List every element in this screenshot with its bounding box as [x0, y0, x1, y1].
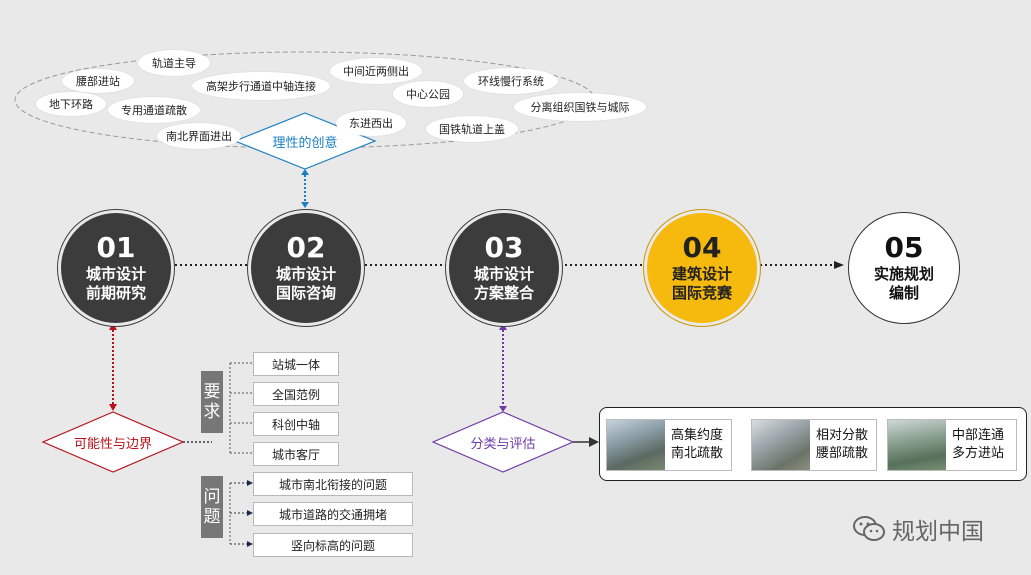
step-label: 实施规划: [873, 265, 934, 283]
cloud-word: 南北界面进出: [157, 123, 241, 149]
top-diamond-label: 理性的创意: [272, 135, 338, 151]
step-label: 城市设计: [275, 265, 336, 283]
scheme-panel: 高集约度 南北疏散 相对分散 腰部疏散 中部连通 多方进站: [599, 407, 1027, 481]
requirements-label: 要 求: [201, 371, 223, 433]
step-label: 城市设计: [85, 265, 146, 283]
step-02[interactable]: 02 城市设计 国际咨询: [248, 210, 364, 326]
cloud-word: 东进西出: [336, 110, 406, 136]
step-01[interactable]: 01 城市设计 前期研究: [58, 210, 174, 326]
aerial-render-image: [888, 420, 946, 470]
step-label: 建筑设计: [671, 265, 732, 283]
step-number: 03: [484, 231, 524, 264]
cloud-word: 国铁轨道上盖: [426, 116, 518, 142]
scheme-line: 多方进站: [952, 446, 1005, 461]
cloud-word: 高架步行通道中轴连接: [192, 72, 330, 100]
cloud-word: 中间近两侧出: [330, 58, 422, 84]
problem-box: 竖向标高的问题: [253, 533, 413, 557]
cloud-word: 腰部进站: [62, 69, 134, 93]
problems-label: 问 题: [201, 476, 223, 538]
step-label: 编制: [888, 284, 919, 302]
left-diamond-label: 可能性与边界: [73, 436, 152, 452]
cloud-word: 中心公园: [393, 81, 463, 107]
step-label: 国际咨询: [275, 284, 336, 302]
cloud-word: 环线慢行系统: [464, 68, 558, 94]
step-number: 02: [286, 231, 326, 264]
scheme-line: 腰部疏散: [816, 446, 869, 461]
step-label: 国际竞赛: [671, 284, 732, 302]
mid-diamond-label: 分类与评估: [470, 436, 536, 452]
requirement-box: 科创中轴: [253, 412, 339, 436]
step-03[interactable]: 03 城市设计 方案整合: [446, 210, 562, 326]
cloud-word: 轨道主导: [138, 50, 210, 76]
step-05[interactable]: 05 实施规划 编制: [848, 212, 960, 324]
scheme-line: 中部连通: [952, 428, 1005, 443]
scheme-card[interactable]: 相对分散 腰部疏散: [751, 419, 877, 471]
aerial-render-image: [607, 420, 665, 470]
scheme-line: 高集约度: [671, 428, 724, 443]
cloud-word: 专用通道疏散: [108, 97, 200, 123]
brand-watermark: 规划中国: [852, 512, 984, 546]
problem-box: 城市南北衔接的问题: [253, 472, 413, 496]
step-04[interactable]: 04 建筑设计 国际竞赛: [644, 210, 760, 326]
wechat-icon: [853, 516, 885, 541]
cloud-word: 分离组织国铁与城际: [514, 93, 646, 121]
aerial-render-image: [752, 420, 810, 470]
problem-box: 城市道路的交通拥堵: [253, 502, 413, 526]
requirement-box: 全国范例: [253, 382, 339, 406]
scheme-card[interactable]: 高集约度 南北疏散: [606, 419, 732, 471]
requirement-box: 城市客厅: [253, 442, 339, 466]
requirement-box: 站城一体: [253, 352, 339, 376]
brand-name: 规划中国: [892, 519, 984, 545]
step-label: 前期研究: [85, 284, 146, 302]
mid-diamond-shape: [431, 411, 575, 473]
left-diamond-shape: [41, 411, 185, 473]
scheme-card[interactable]: 中部连通 多方进站: [887, 419, 1017, 471]
step-label: 城市设计: [473, 265, 534, 283]
scheme-line: 南北疏散: [671, 446, 724, 461]
step-number: 01: [96, 231, 136, 264]
step-number: 04: [682, 231, 722, 264]
step-label: 方案整合: [473, 284, 534, 302]
cloud-word: 地下环路: [36, 92, 106, 116]
timeline-arrowhead: [834, 261, 844, 269]
scheme-line: 相对分散: [816, 428, 869, 443]
step-number: 05: [884, 231, 924, 264]
